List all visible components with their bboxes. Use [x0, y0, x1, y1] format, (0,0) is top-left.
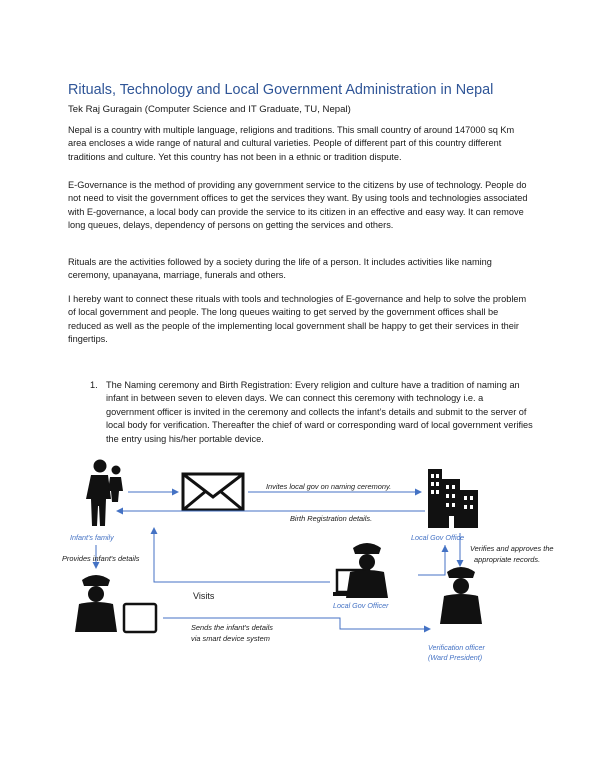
- document-title: Rituals, Technology and Local Government…: [68, 82, 494, 98]
- numbered-list: 1. The Naming ceremony and Birth Registr…: [90, 379, 534, 446]
- envelope-icon: [181, 472, 245, 512]
- list-item: 1. The Naming ceremony and Birth Registr…: [90, 379, 534, 446]
- verification-officer-label: Verification officer: [428, 643, 485, 652]
- field-officer-group: [75, 575, 158, 634]
- officer-icon: [75, 575, 117, 632]
- family-icon: [86, 459, 123, 526]
- paragraph-rituals: Rituals are the activities followed by a…: [68, 257, 492, 281]
- paragraph-purpose: I hereby want to connect these rituals w…: [68, 294, 527, 345]
- sends-details-label: Sends the infant's details: [191, 623, 273, 632]
- local-gov-officer-group: [333, 543, 388, 598]
- list-text: The Naming ceremony and Birth Registrati…: [106, 380, 533, 444]
- verifies-label-2: appropriate records.: [474, 555, 540, 564]
- birth-registration-label: Birth Registration details.: [290, 514, 372, 523]
- officer-icon: [440, 567, 482, 624]
- document-author: Tek Raj Guragain (Computer Science and I…: [68, 104, 351, 115]
- verifies-label: Verifies and approves the: [470, 544, 554, 553]
- officer-icon: [346, 543, 388, 598]
- infants-family-label: Infant's family: [70, 533, 114, 542]
- tablet-icon: [122, 602, 158, 634]
- visits-label: Visits: [193, 591, 215, 601]
- local-gov-office-label: Local Gov Office: [411, 533, 464, 542]
- birth-registration-diagram: Invites local gov on naming ceremony. Bi…: [62, 459, 554, 662]
- ward-president-label: (Ward President): [428, 653, 482, 662]
- paragraph-egovernance: E-Governance is the method of providing …: [68, 180, 528, 231]
- local-gov-officer-label: Local Gov Officer: [333, 601, 389, 610]
- paragraph-intro: Nepal is a country with multiple languag…: [68, 125, 515, 162]
- office-buildings-icon: [428, 469, 478, 528]
- list-number: 1.: [90, 380, 98, 390]
- provides-details-label: Provides infant's details: [62, 554, 140, 563]
- invites-label: Invites local gov on naming ceremony.: [266, 482, 391, 491]
- sends-details-label-2: via smart device system: [191, 634, 270, 643]
